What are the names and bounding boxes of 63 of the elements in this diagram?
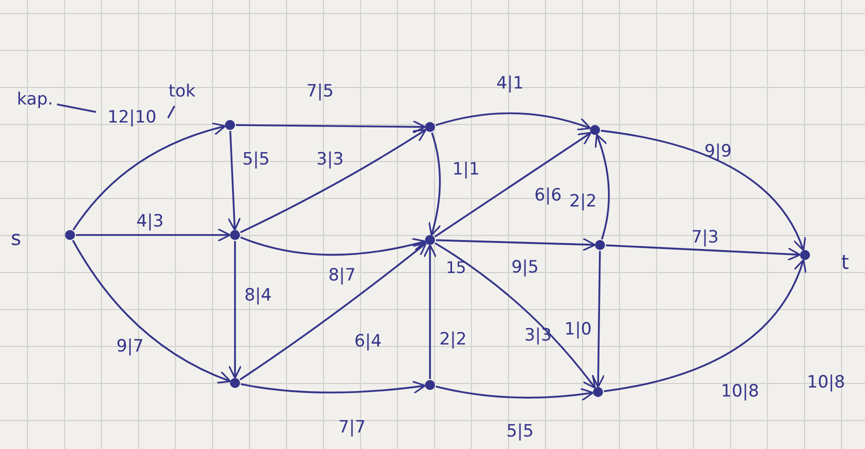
arrow [594, 134, 610, 240]
vertex-label: t [841, 252, 849, 272]
vertex-dot [595, 240, 605, 250]
arrow [600, 130, 806, 252]
arrow [240, 380, 426, 394]
arrow [76, 228, 231, 242]
vertex-dot [425, 122, 435, 132]
arrow [434, 242, 596, 389]
arrow [604, 259, 806, 392]
edge-label: 7|3 [691, 230, 719, 246]
edge-label: 9|5 [511, 260, 539, 276]
edge-label: 6|6 [534, 188, 562, 204]
edge-label: 2|2 [569, 194, 597, 210]
edge-label: 6|4 [354, 334, 382, 350]
edge-label: 3|3 [316, 152, 344, 168]
edge-label: 12|10 [108, 110, 156, 126]
arrow [236, 120, 426, 134]
vertex-dot [230, 378, 240, 388]
vertex-dot [65, 230, 75, 240]
edge-label: 2|2 [439, 332, 467, 348]
arrow [436, 386, 594, 402]
vertex-dot [425, 380, 435, 390]
arrow [423, 244, 437, 379]
edge-label: 4|3 [136, 214, 164, 230]
note: 10|8 [806, 374, 846, 392]
arrow [436, 238, 596, 252]
vertex-dot [593, 387, 603, 397]
edge-label: 8|7 [328, 268, 356, 284]
edge-label: 5|5 [242, 152, 270, 168]
arrow [240, 128, 427, 234]
vertex-dot [225, 120, 235, 130]
annotation-text: tok [168, 84, 196, 100]
leader-line [167, 106, 176, 118]
annotation-text: kap. [16, 92, 54, 108]
edge-label: 3|3 [524, 328, 552, 344]
arrow [227, 130, 242, 231]
vertex-dot [230, 230, 240, 240]
edge-label: 9|9 [704, 144, 732, 160]
edge-label: 1|1 [452, 162, 480, 178]
arrow [240, 242, 427, 380]
vertex-dot [425, 235, 435, 245]
arrow [428, 132, 442, 236]
arrow [72, 122, 226, 230]
leader-line [56, 103, 96, 113]
edge-label: 10|8 [720, 384, 760, 400]
arrow [228, 241, 242, 379]
arrow [606, 244, 801, 261]
arrow [72, 240, 232, 384]
edge-label: 7|7 [338, 420, 366, 436]
vertex-label: 15 [446, 260, 466, 276]
vertex-dot [800, 250, 810, 260]
arrow [591, 250, 606, 388]
arrow [434, 132, 592, 238]
edge-label: 5|5 [506, 424, 534, 440]
edge-label: 1|0 [564, 322, 592, 338]
vertex-label: s [10, 228, 22, 248]
edge-label: 7|5 [306, 84, 334, 100]
arrow [240, 236, 426, 256]
edge-label: 8|4 [244, 288, 272, 304]
edge-label: 9|7 [116, 338, 144, 356]
edge-label: 4|1 [496, 76, 524, 92]
vertex-dot [590, 125, 600, 135]
arrow [435, 112, 592, 131]
